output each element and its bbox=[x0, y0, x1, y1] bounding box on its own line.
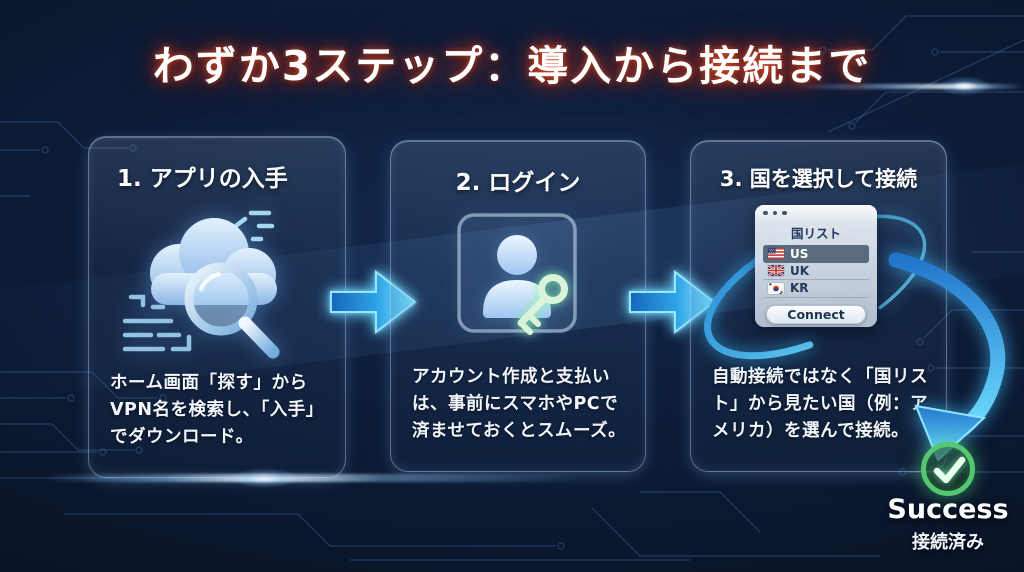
check-circle-icon bbox=[921, 442, 975, 496]
success-label: Success bbox=[887, 494, 1009, 525]
light-streak-bottom bbox=[44, 474, 584, 482]
step-3-heading: 3. 国を選択して接続 bbox=[719, 167, 918, 191]
country-list-title: 国リスト bbox=[790, 226, 841, 241]
country-rows: US UK bbox=[763, 245, 869, 298]
arrow-right-1 bbox=[330, 269, 417, 335]
step-2-description: アカウント作成と支払いは、事前にスマホやPCで済ませておくとスムーズ。 bbox=[412, 366, 627, 441]
country-label: US bbox=[790, 246, 809, 261]
step-card-2: 2. ログイン アカウント作成と支払いは、事前にスマホやPCで済ませておくとスム… bbox=[390, 140, 646, 472]
country-row-us[interactable]: US bbox=[763, 245, 869, 263]
step-3-description: 自動接続ではなく「国リスト」から見たい国（例：アメリカ）を選んで接続。 bbox=[712, 366, 928, 441]
us-flag-icon bbox=[768, 248, 784, 260]
step-1-description: ホーム画面「探す」からVPN名を検索し、「入手」でダウンロード。 bbox=[110, 372, 324, 447]
uk-flag-icon bbox=[768, 265, 784, 277]
window-dot-icon bbox=[782, 210, 787, 216]
user-key-icon bbox=[457, 213, 577, 335]
country-label: KR bbox=[790, 281, 809, 296]
curved-arrow-down bbox=[888, 252, 1006, 462]
country-row-uk[interactable]: UK bbox=[763, 263, 869, 280]
window-dot-icon bbox=[763, 210, 768, 216]
arrow-right-2 bbox=[629, 269, 716, 335]
light-streak-topright bbox=[788, 84, 1024, 89]
kr-flag-icon bbox=[768, 282, 784, 294]
country-label: UK bbox=[790, 263, 810, 278]
window-titlebar bbox=[755, 205, 877, 221]
step-card-1: 1. アプリの入手 bbox=[88, 136, 346, 478]
lens-flare-bottom bbox=[230, 468, 300, 488]
connect-button[interactable]: Connect bbox=[766, 304, 866, 324]
country-row-kr[interactable]: KR bbox=[763, 280, 869, 298]
step-2-heading: 2. ログイン bbox=[455, 170, 581, 196]
page-title: わずか3ステップ：導入から接続まで bbox=[152, 42, 872, 90]
cloud-search-icon bbox=[122, 210, 280, 359]
step-card-3: 3. 国を選択して接続 国リスト bbox=[690, 140, 947, 472]
lens-flare-topright bbox=[938, 76, 992, 96]
window-dot-icon bbox=[772, 210, 777, 216]
success-sublabel: 接続済み bbox=[912, 532, 984, 553]
step-1-heading: 1. アプリの入手 bbox=[117, 166, 288, 192]
country-list-window-icon: 国リスト US bbox=[755, 205, 877, 327]
